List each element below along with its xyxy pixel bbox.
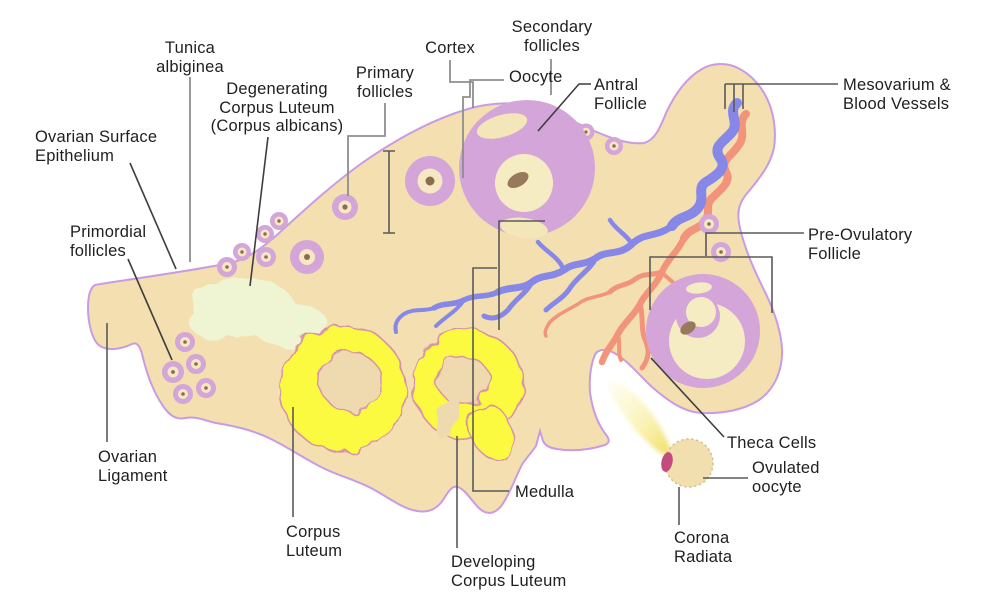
label-tunica-albiginea: Tunica albiginea	[156, 39, 224, 76]
leader-theca-cells	[650, 357, 725, 438]
primordial-follicle-cluster-lower	[162, 332, 216, 404]
label-oocyte: Oocyte	[509, 68, 563, 86]
label-ovarian-ligament: Ovarian Ligament	[98, 448, 168, 485]
leader-cortex	[449, 60, 474, 108]
primary-follicle-medium	[290, 240, 324, 274]
label-primary-follicles: Primary follicles	[355, 64, 415, 101]
primordial-follicles	[162, 123, 731, 404]
label-developing-corpus-luteum: Developing Corpus Luteum	[451, 553, 567, 590]
mesovarium-ticks	[724, 84, 744, 112]
label-degenerating-corpus-luteum: Degenerating Corpus Luteum (Corpus albic…	[210, 80, 344, 136]
ovary-body	[86, 63, 784, 514]
ovulated-oocyte-nucleus	[661, 452, 673, 472]
pre-ovulatory-follicle	[646, 274, 760, 388]
primary-follicle-small	[332, 194, 358, 220]
vein-blue-vessels	[393, 98, 742, 334]
label-pre-ovulatory-follicle: Pre-Ovulatory Follicle	[808, 226, 913, 263]
leader-degenerating-corpus-luteum	[249, 136, 269, 287]
label-corpus-luteum: Corpus Luteum	[286, 523, 343, 560]
ovulated-oocyte	[661, 438, 714, 488]
antral-follicle	[459, 100, 595, 239]
label-cortex: Cortex	[425, 39, 475, 57]
label-ovulated-oocyte: Ovulated oocyte	[752, 459, 820, 496]
leader-primordial-follicles	[127, 258, 173, 361]
leader-antral-follicle	[537, 83, 591, 132]
oocyte-in-preovulatory-follicle	[680, 321, 696, 335]
label-ovarian-surface-epithelium: Ovarian Surface Epithelium	[35, 128, 158, 165]
cortex-depth-bracket	[383, 150, 395, 234]
secondary-follicle	[405, 156, 455, 206]
leader-ovarian-surface-epithelium	[129, 162, 177, 270]
leader-oocyte	[462, 79, 504, 178]
primordial-follicles-right	[699, 214, 731, 262]
corpus-luteum	[279, 325, 407, 453]
label-primordial-follicles: Primordial follicles	[70, 223, 147, 260]
leader-primary-follicles	[347, 103, 386, 196]
developing-corpus-luteum	[412, 329, 524, 462]
label-medulla: Medulla	[515, 483, 575, 501]
label-secondary-follicles: Secondary follicles	[511, 18, 593, 55]
label-mesovarium-blood-vessels: Mesovarium & Blood Vessels	[843, 76, 951, 113]
oocyte-in-antral-follicle	[507, 171, 529, 189]
primordial-follicle-cluster-upper	[217, 212, 288, 277]
label-corona-radiata: Corona Radiata	[674, 529, 733, 566]
label-antral-follicle: Antral Follicle	[594, 76, 647, 113]
corona-radiata-trail	[607, 380, 671, 457]
leader-pre-ovulatory-follicle	[649, 232, 804, 313]
leader-medulla	[472, 220, 545, 492]
label-theca-cells: Theca Cells	[727, 434, 817, 452]
